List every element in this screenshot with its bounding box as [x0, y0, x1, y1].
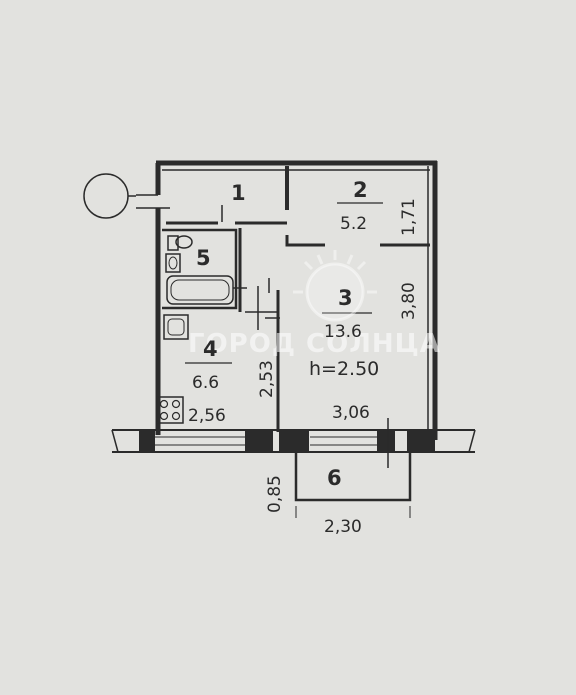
bathtub-inner — [170, 279, 230, 301]
pier — [245, 431, 273, 451]
burner-icon — [159, 411, 169, 421]
room4-number: 4 — [203, 337, 218, 361]
washbasin-icon — [165, 253, 181, 273]
washbasin-bowl — [168, 256, 178, 270]
stove-icon — [156, 396, 184, 424]
room2-area: 5.2 — [340, 214, 367, 234]
room4-area: 6.6 — [192, 373, 219, 393]
kitchen-sink-bowl — [167, 318, 185, 336]
bathroom-wall — [162, 228, 238, 310]
room2-wall — [285, 235, 430, 247]
dim-room3-width: 3,06 — [332, 403, 370, 423]
dim-balcony-depth: 0,85 — [265, 475, 285, 513]
kitchen-sink-icon — [163, 314, 189, 340]
ceiling-height: h=2.50 — [309, 358, 379, 380]
dim-room3-length: 3,80 — [399, 282, 419, 320]
burner-icon — [171, 411, 181, 421]
watermark-sun-icon — [293, 250, 377, 322]
dim-room2-width: 1,71 — [399, 198, 419, 236]
entrance-wall — [136, 194, 170, 209]
toilet-bowl-icon — [175, 235, 193, 249]
room1-number: 1 — [231, 181, 246, 205]
room6-number: 6 — [327, 466, 342, 490]
pier — [377, 431, 395, 451]
room3-number: 3 — [338, 286, 353, 310]
burner-icon — [171, 399, 181, 409]
dim-balcony-width: 2,30 — [324, 517, 362, 537]
hall-partition — [257, 286, 280, 330]
room5-number: 5 — [196, 246, 211, 270]
balcony — [294, 452, 412, 502]
room2-number: 2 — [353, 178, 368, 202]
pier — [407, 431, 435, 451]
entrance-circle-icon — [83, 173, 129, 219]
bathtub-icon — [166, 275, 234, 305]
pier — [279, 431, 309, 451]
pier — [139, 431, 155, 451]
toilet-tank-icon — [167, 235, 179, 251]
dim-room4-width: 2,56 — [188, 406, 226, 426]
window-glass — [150, 436, 378, 446]
room3-area: 13.6 — [324, 322, 362, 342]
window-wall-left-cap — [111, 429, 476, 453]
balcony-dim-tick — [295, 506, 411, 518]
burner-icon — [159, 399, 169, 409]
watermark-text: ГОРОД СОЛНЦА — [188, 329, 441, 359]
dim-partition-length: 2,53 — [257, 360, 277, 398]
